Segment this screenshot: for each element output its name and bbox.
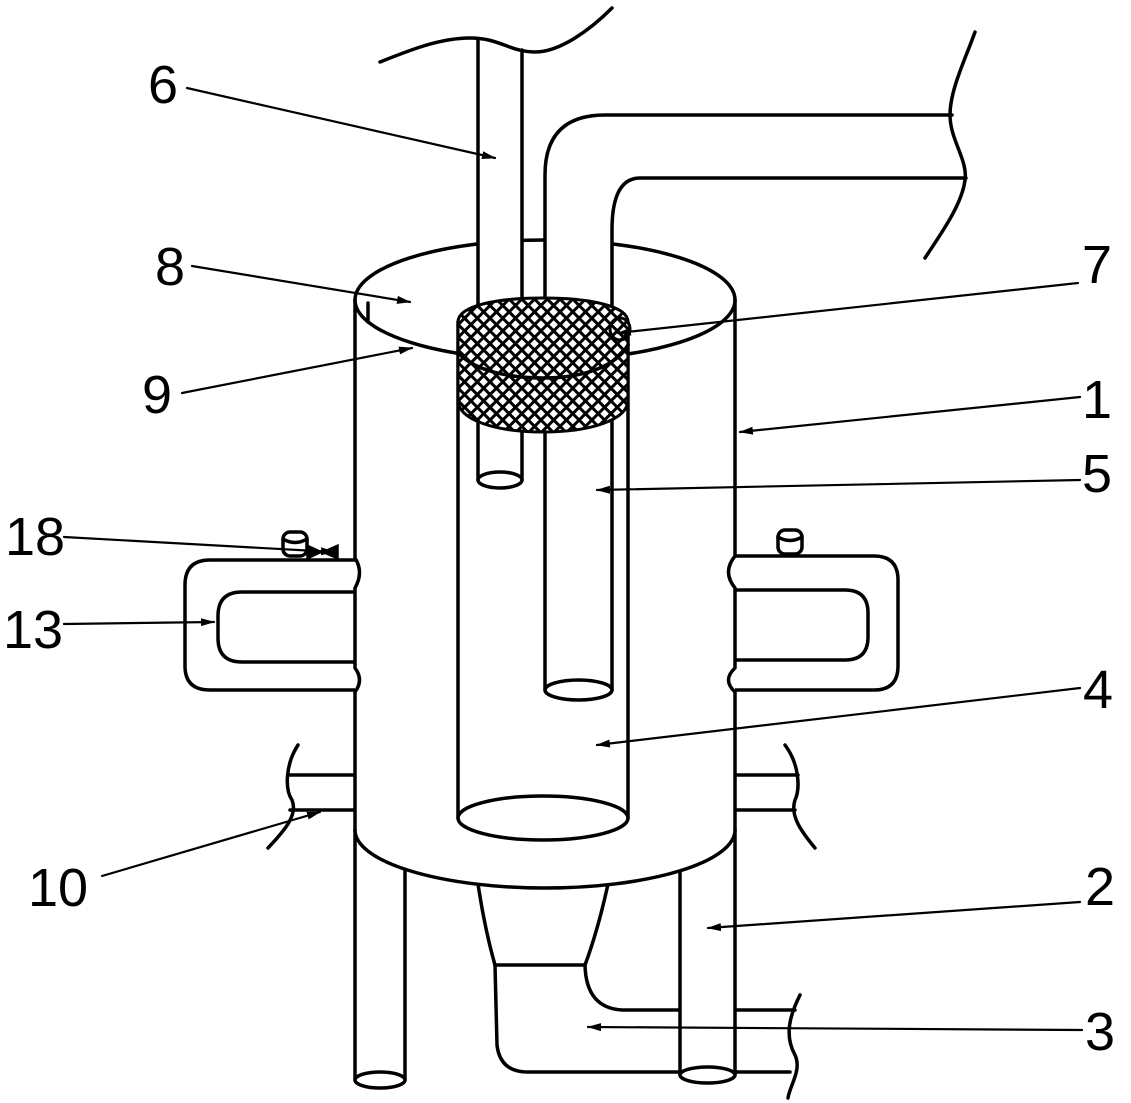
right-leg-foot <box>678 1065 737 1085</box>
right-leg-fill <box>680 830 735 1075</box>
left-handle-outer <box>183 558 357 692</box>
leader-line-1 <box>738 395 1082 435</box>
callout-3: 3 <box>1085 1002 1115 1062</box>
leader-line-4 <box>595 686 1082 748</box>
bent-pipe-outer-line <box>543 113 954 692</box>
mesh-filter-clip <box>608 316 632 342</box>
bent-pipe-break-line <box>923 30 977 260</box>
leader-line-9 <box>180 346 414 395</box>
left-leg-fill <box>355 830 405 1080</box>
left-side-pipe <box>266 743 357 850</box>
leader-line-3 <box>586 1023 1084 1032</box>
outlet-cone-right-edge <box>583 882 610 967</box>
leader-line-7 <box>616 281 1080 336</box>
callout-18: 18 <box>5 507 65 567</box>
right-knob <box>776 528 804 556</box>
leader-line-13 <box>62 618 216 627</box>
left-leg-foot <box>353 1070 407 1090</box>
bent-pipe-inner-line <box>610 176 968 692</box>
leader-line-8 <box>190 264 412 304</box>
leader-line-5 <box>595 478 1082 494</box>
mesh-filter-band <box>456 296 630 434</box>
left-knob-top-edge <box>281 537 309 545</box>
right-side-pipe <box>733 743 817 850</box>
leader-line-6 <box>185 86 497 160</box>
callout-13: 13 <box>3 600 63 660</box>
callout-6: 6 <box>148 55 178 115</box>
left-knob <box>281 530 339 561</box>
outlet-pipe-break-line <box>786 993 802 1100</box>
right-handle-slot <box>733 588 870 662</box>
outer-vessel-bottom-dish <box>353 828 737 890</box>
left-side-pipe-break-line <box>266 743 300 850</box>
callout-7: 7 <box>1082 235 1112 295</box>
left-handle <box>183 558 357 692</box>
callout-4: 4 <box>1083 660 1113 720</box>
mesh-filter <box>456 296 632 434</box>
leader-lines <box>62 86 1084 1032</box>
right-handle-outer <box>733 554 900 692</box>
right-side-pipe-break-line <box>783 743 817 850</box>
callout-8: 8 <box>155 237 185 297</box>
right-knob-top-edge <box>776 535 804 543</box>
straight-pipe-bottom-opening <box>476 470 524 490</box>
left-leg <box>353 828 407 1090</box>
callout-9: 9 <box>142 365 172 425</box>
outer-vessel-left-wall <box>353 298 362 832</box>
bent-pipe-fill <box>545 115 966 690</box>
leader-line-18 <box>62 535 336 556</box>
mesh-filter-ring-edge <box>456 343 630 380</box>
outlet-pipe-upper-line <box>583 963 797 1012</box>
leader-line-10 <box>100 810 322 878</box>
outer-vessel-right-wall <box>726 298 737 832</box>
callout-2: 2 <box>1085 857 1115 917</box>
callout-5: 5 <box>1082 444 1112 504</box>
left-handle-slot <box>216 590 357 664</box>
inner-tube-bottom-opening <box>456 794 630 842</box>
bent-pipe <box>543 113 968 702</box>
callout-1: 1 <box>1082 370 1112 430</box>
bent-pipe-bottom-opening <box>543 678 614 702</box>
right-leg <box>678 828 737 1085</box>
outlet-cone-left-edge <box>476 882 497 967</box>
outlet-assembly <box>476 882 802 1100</box>
outlet-pipe-lower-line <box>493 963 792 1074</box>
callout-labels: 6 8 7 9 1 5 18 13 4 10 2 3 <box>3 55 1115 1062</box>
leader-line-2 <box>706 900 1082 932</box>
straight-pipe-break-line <box>378 6 614 64</box>
callout-10: 10 <box>28 858 88 918</box>
right-handle <box>733 554 900 692</box>
